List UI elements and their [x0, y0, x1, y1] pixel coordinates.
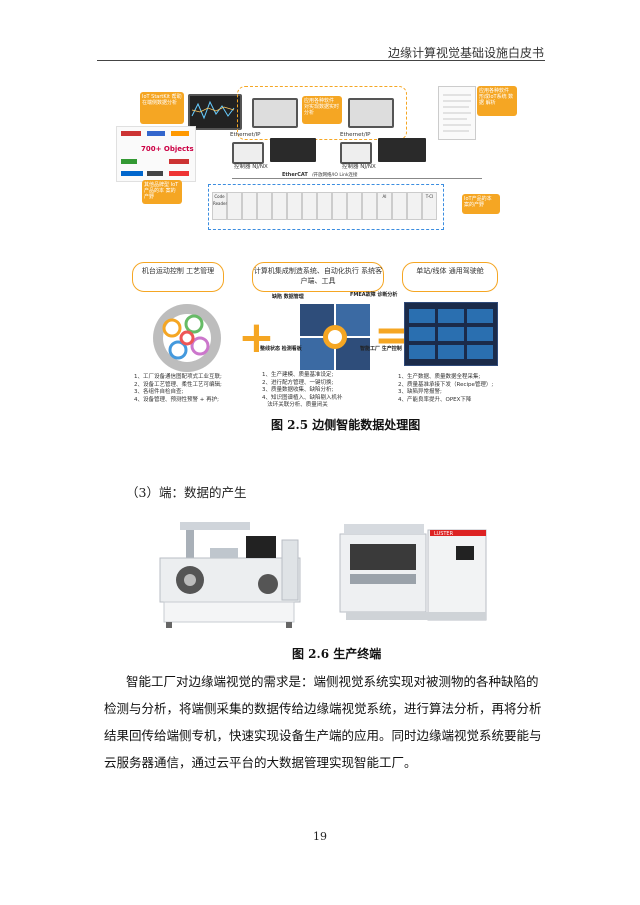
callout-iot-data: 应用各种软件 对实现数据实时分析 — [302, 96, 342, 124]
device-tile — [257, 192, 272, 220]
callout-iot-startkit: IoT StartKit 帮助在端侧数据分析 — [140, 92, 184, 124]
laptop-left — [252, 98, 298, 128]
logo-2 — [147, 131, 165, 136]
puzzle-label-fmea: FMEA故障 诊断分析 — [350, 292, 398, 298]
device-tiles-border — [208, 184, 444, 230]
figure-2-5-caption: 图 2.5 边侧智能数据处理图 — [271, 418, 421, 432]
device-tile — [227, 192, 242, 220]
machine-brand-label: LUSTER — [434, 531, 454, 537]
gears-graphic — [153, 304, 221, 372]
puzzle-graphic — [300, 304, 370, 370]
list-cockpit: 1、生产数据、质量数据全程采集; 2、质量基准承接下发（Recipe管理）; 3… — [398, 374, 494, 403]
section-heading: （3）端：数据的产生 — [126, 485, 247, 500]
ethercat-label: EtherCAT — [282, 172, 308, 178]
device-tile: T-CI — [422, 192, 437, 220]
list-cims: 1、生产建模、质量基准设定; 2、进行配方管理、一键切换; 3、质量数据收集、缺… — [262, 372, 343, 408]
device-tile — [347, 192, 362, 220]
device-tile — [332, 192, 347, 220]
software-group-border — [237, 86, 407, 140]
dashboard-graphic — [404, 302, 498, 366]
device-tile: AI — [377, 192, 392, 220]
controller-left-label: 控制器 NJ/NX — [234, 164, 268, 170]
device-tile — [317, 192, 332, 220]
device-tile — [272, 192, 287, 220]
device-tile: Code Reader — [212, 192, 227, 220]
paragraph-line-4: 云服务器通信，通过云平台的大数据管理实现智能工厂。 — [104, 755, 417, 770]
paragraph-line-2: 检测与分析，将端侧采集的数据传给边缘端视觉系统，进行算法分析，再将分析 — [104, 701, 542, 716]
dashboard-panels — [409, 309, 493, 359]
pill-cims: 计算机集成制造系统、自动化执行 系统客户端、工具 — [252, 262, 384, 292]
ethernet-left-label: Ethernet/IP — [230, 132, 261, 138]
plus-sign: + — [238, 312, 275, 363]
controller-left — [270, 138, 316, 162]
device-tile — [362, 192, 377, 220]
device-tile — [392, 192, 407, 220]
callout-iot-products-right: IoT产品的本 案的产野 — [462, 194, 500, 214]
logo-4 — [121, 159, 137, 164]
puzzle-label-smart-factory: 智能工厂 生产控制 — [360, 346, 402, 352]
device-tile — [302, 192, 317, 220]
device-tile — [242, 192, 257, 220]
ethercat-line — [232, 178, 482, 179]
controller-right — [378, 138, 426, 162]
laptop-right — [348, 98, 394, 128]
pill-cockpit: 单站/线体 通用驾驶舱 — [402, 262, 498, 292]
hmi-right — [340, 142, 372, 164]
header-rule — [97, 60, 545, 61]
hmi-left — [232, 142, 264, 164]
paragraph-line-3: 结果回传给端侧专机，快速实现设备生产端的应用。同时边缘端视觉系统要能与 — [104, 728, 542, 743]
device-tile — [407, 192, 422, 220]
page-number: 19 — [313, 830, 327, 843]
logo-3 — [171, 131, 189, 136]
puzzle-label-defect-data: 缺陷 数据管理 — [272, 294, 304, 300]
report-document — [438, 86, 476, 140]
logo-7 — [147, 171, 163, 176]
report-lines — [443, 94, 471, 132]
machine-left-image — [159, 522, 301, 628]
ethernet-right-label: Ethernet/IP — [340, 132, 371, 138]
figure-2-6-caption: 图 2.6 生产终端 — [292, 647, 382, 661]
ethercat-sub-label: /开放网络/IO Link连接 — [312, 173, 358, 178]
logo-6 — [121, 171, 143, 176]
puzzle-label-line-status: 整线状态 检测看板 — [260, 346, 302, 352]
device-tile — [287, 192, 302, 220]
machine-right-image: LUSTER — [339, 524, 487, 621]
running-header: 边缘计算视觉基础设施白皮书 — [387, 46, 544, 60]
pill-machine-control: 机台运动控制 工艺管理 — [132, 262, 224, 292]
controller-right-label: 控制器 NJ/NX — [342, 164, 376, 170]
callout-iot-report: 应用各种软件 形成IoT系统 数据 解析 — [477, 86, 517, 116]
objects-badge: 700+ Objects — [141, 145, 194, 153]
figure-2-5-diagram: IoT StartKit 帮助在端侧数据分析 应用各种软件 对实现数据实时分析 … — [112, 82, 522, 412]
logo-8 — [169, 171, 189, 176]
callout-iot-products-left: 其他品牌型 IoT产品的本 案的产野 — [142, 180, 182, 204]
brand-logos-cluster: 700+ Objects — [116, 126, 196, 182]
logo-1 — [121, 131, 141, 136]
logo-5 — [169, 159, 189, 164]
waveform-chart — [191, 100, 235, 120]
list-machine-control: 1、工厂设备通信图配项式工业互联; 2、设备工艺管理、柔性工艺可编辑; 3、各组… — [134, 374, 222, 403]
body-paragraph: 智能工厂对边缘端视觉的需求是：端侧视觉系统实现对被测物的各种缺陷的 检测与分析，… — [104, 668, 544, 776]
paragraph-line-1: 智能工厂对边缘端视觉的需求是：端侧视觉系统实现对被测物的各种缺陷的 — [126, 674, 539, 689]
monitor-left — [188, 94, 242, 130]
